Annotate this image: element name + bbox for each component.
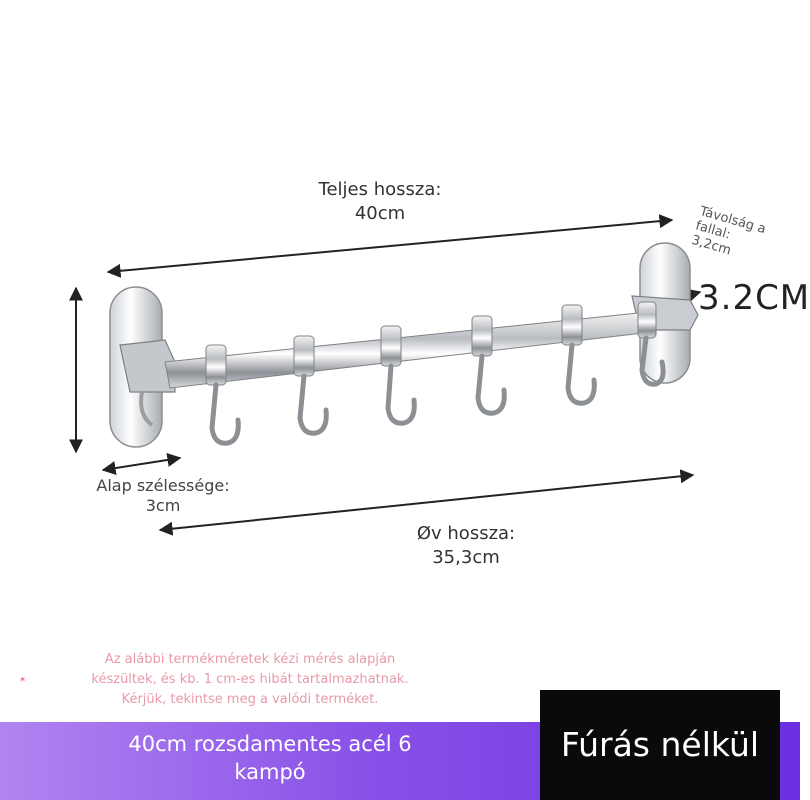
total-length-value: 40cm <box>354 203 406 224</box>
disclaimer: Az alábbi termékméretek kézi mérés alapj… <box>40 650 460 710</box>
base-width-label: Alap szélessége: 3cm <box>96 476 230 515</box>
height-value: 3.2CM <box>698 278 810 318</box>
banner-text: 40cm rozsdamentes acél 6 kampó <box>128 732 412 784</box>
base-width-arrow <box>101 453 182 475</box>
disclaimer-line-1: Az alábbi termékméretek kézi mérés alapj… <box>104 652 396 667</box>
total-length-label: Teljes hossza: 40cm <box>300 178 460 226</box>
hook-3 <box>380 325 417 426</box>
rail-length-arrow <box>158 469 695 536</box>
disclaimer-marker: * <box>20 676 25 687</box>
rail-length-value: 35,3cm <box>432 547 500 568</box>
hook-5 <box>561 304 597 406</box>
hook-4 <box>471 315 507 416</box>
no-drilling-badge: Fúrás nélkül <box>540 690 780 800</box>
hook-2 <box>293 335 329 436</box>
total-length-title: Teljes hossza: <box>318 179 442 200</box>
disclaimer-line-2: készültek, és kb. 1 cm-es hibát tartalma… <box>91 672 409 687</box>
rail-length-label: Øv hossza: 35,3cm <box>386 522 546 570</box>
hook-1 <box>205 344 241 446</box>
total-length-arrow <box>106 214 674 278</box>
badge-text: Fúrás nélkül <box>560 725 760 764</box>
hook-6 <box>637 301 666 387</box>
rail-length-title: Øv hossza: <box>416 523 516 544</box>
disclaimer-line-3: Kérjük, tekintse meg a valódi terméket. <box>121 692 379 707</box>
